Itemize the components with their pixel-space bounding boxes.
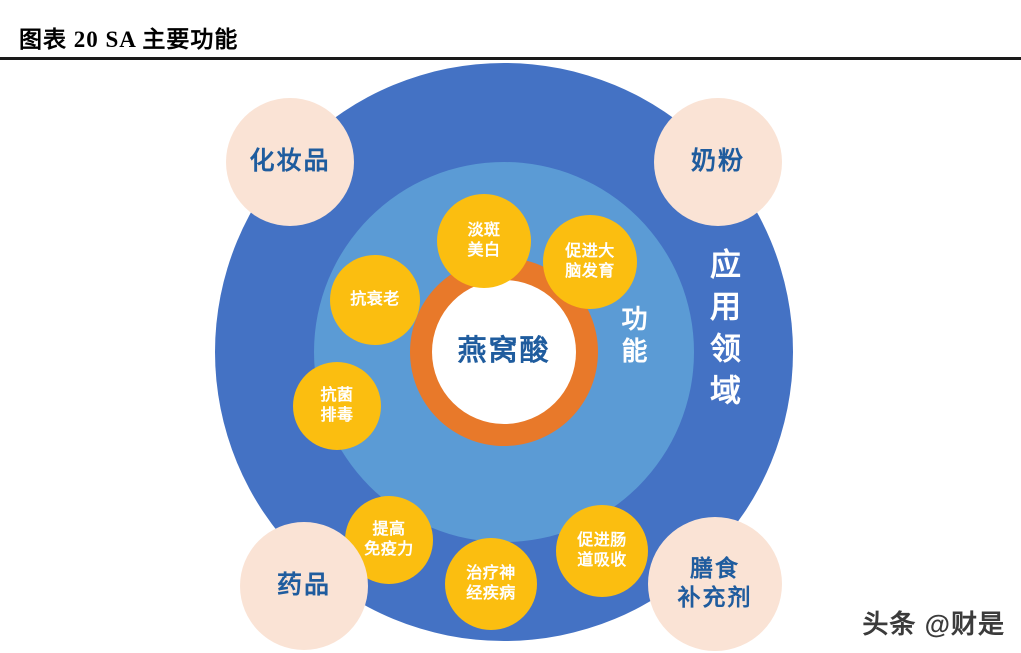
application-circle-label: 奶粉	[690, 148, 745, 176]
function-bubble-label: 淡斑美白	[467, 222, 501, 259]
function-bubble-antibacterial[interactable]: 抗菌排毒	[293, 362, 381, 450]
function-bubble-label: 促进肠道吸收	[577, 532, 627, 569]
function-bubble-anti-aging[interactable]: 抗衰老	[330, 255, 420, 345]
diagram-stage: 燕窝酸 功能 应用领域 抗衰老 淡斑美白 促进大脑发育 抗菌排毒 提高免疫力 治…	[0, 62, 1021, 653]
function-bubble-label: 提高免疫力	[364, 521, 414, 558]
title-divider	[0, 57, 1021, 60]
function-bubble-label: 抗衰老	[350, 291, 400, 309]
function-bubble-label: 治疗神经疾病	[466, 565, 516, 602]
function-bubble-neural-disease[interactable]: 治疗神经疾病	[445, 538, 537, 630]
watermark: 头条 @财是	[862, 609, 1005, 639]
application-circle-cosmetics[interactable]: 化妆品	[226, 98, 354, 226]
application-circle-dietary-supplement[interactable]: 膳食补充剂	[648, 517, 782, 651]
application-circle-pharmaceuticals[interactable]: 药品	[240, 522, 368, 650]
application-ring-label: 应用领域	[705, 248, 740, 416]
application-circle-milk-powder[interactable]: 奶粉	[654, 98, 782, 226]
function-ring-label: 功能	[618, 305, 647, 369]
application-circle-label: 化妆品	[249, 148, 331, 176]
function-bubble-label: 促进大脑发育	[565, 243, 615, 280]
core-label: 燕窝酸	[457, 335, 551, 368]
title-bar: 图表 20 SA 主要功能	[0, 0, 1021, 62]
page-title: 图表 20 SA 主要功能	[19, 27, 239, 52]
application-circle-label: 膳食补充剂	[677, 556, 753, 610]
function-bubble-label: 抗菌排毒	[320, 387, 354, 424]
function-bubble-spot-whitening[interactable]: 淡斑美白	[437, 194, 531, 288]
core-circle: 燕窝酸	[432, 280, 576, 424]
application-circle-label: 药品	[276, 572, 331, 600]
function-bubble-gut-absorption[interactable]: 促进肠道吸收	[556, 505, 648, 597]
function-bubble-brain-development[interactable]: 促进大脑发育	[543, 215, 637, 309]
